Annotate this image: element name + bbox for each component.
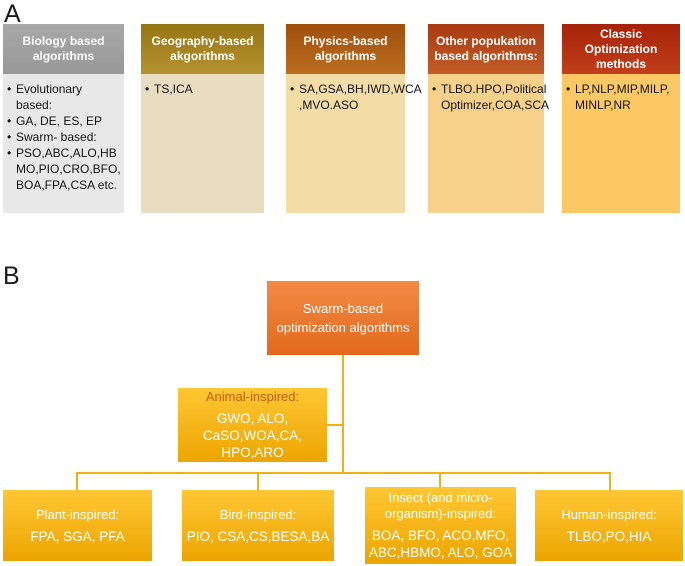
list-item: • PSO,ABC,ALO,HB MO,PIO,CRO,BFO, BOA,FPA… <box>7 145 122 193</box>
column-physics-header: Physics-based algorithms <box>286 24 405 74</box>
column-classic-body: • LP,NLP,MIP,MILP, MINLP,NR <box>562 74 680 213</box>
node-title: Human-inspired: <box>561 506 657 522</box>
column-classic: Classic Optimization methods • LP,NLP,MI… <box>562 24 680 213</box>
node-animal-inspired: Animal-inspired: GWO, ALO, CaSO,WOA,CA, … <box>178 388 327 462</box>
column-biology-body: • Evolutionary based: • GA, DE, ES, EP •… <box>3 74 124 213</box>
bullet-icon: • <box>432 82 437 96</box>
column-geography: Geography-based akgorithms • TS,ICA <box>141 24 264 213</box>
bullet-icon: • <box>7 82 12 96</box>
panel-b-label: B <box>3 262 20 290</box>
connector-line-root-vertical <box>342 355 344 474</box>
column-biology: Biology based algorithms • Evolutionary … <box>3 24 124 213</box>
list-item-text: Evolutionary based: <box>16 82 83 112</box>
connector-line-drop-plant <box>76 472 78 490</box>
column-population-header: Other popukation based algorithms: <box>428 24 544 74</box>
list-item: • Swarm- based: <box>7 129 122 145</box>
column-classic-header: Classic Optimization methods <box>562 24 680 74</box>
list-item: • GA, DE, ES, EP <box>7 113 122 129</box>
column-biology-header: Biology based algorithms <box>3 24 124 74</box>
node-bird-inspired: Bird-inspired: PIO, CSA,CS,BESA,BA <box>182 490 334 561</box>
bullet-icon: • <box>7 130 12 144</box>
list-item: • LP,NLP,MIP,MILP, MINLP,NR <box>566 81 678 113</box>
node-swarm-root: Swarm-based optimization algorithms <box>267 281 419 355</box>
list-item-text: TS,ICA <box>154 82 193 96</box>
node-body: FPA, SGA, PFA <box>30 528 125 544</box>
list-item: • SA,GSA,BH,IWD,WCA ,MVO.ASO <box>290 81 422 113</box>
list-item-text: TLBO.HPO,Political Optimizer,COA,SCA <box>441 82 550 112</box>
bullet-icon: • <box>290 82 295 96</box>
node-body: PIO, CSA,CS,BESA,BA <box>186 528 330 544</box>
list-item: • Evolutionary based: <box>7 81 122 113</box>
bullet-icon: • <box>7 146 12 160</box>
column-population-body: • TLBO.HPO,Political Optimizer,COA,SCA <box>428 74 549 213</box>
list-item: • TLBO.HPO,Political Optimizer,COA,SCA <box>432 81 549 113</box>
node-body: BOA, BFO, ACO,MFO, ABC,HBMO, ALO, GOA <box>368 528 513 560</box>
node-title: Animal-inspired: <box>205 389 300 404</box>
connector-line-drop-insect <box>439 472 441 488</box>
list-item-text: PSO,ABC,ALO,HB MO,PIO,CRO,BFO, BOA,FPA,C… <box>16 146 121 192</box>
bullet-icon: • <box>566 82 571 96</box>
node-body: GWO, ALO, CaSO,WOA,CA, HPO,ARO <box>202 411 302 460</box>
node-title: Insect (and micro- organism)-inspired: <box>384 490 497 521</box>
list-item: • TS,ICA <box>145 81 262 97</box>
node-body: TLBO,PO,HIA <box>566 528 652 544</box>
connector-line-drop-human <box>609 472 611 490</box>
node-title: Bird-inspired: <box>219 506 297 522</box>
node-insect-inspired: Insect (and micro- organism)-inspired: B… <box>365 487 516 564</box>
connector-line-drop-bird <box>257 472 259 490</box>
panel-a-label: A <box>4 0 21 28</box>
connector-line-animal-stub <box>327 424 342 426</box>
node-human-inspired: Human-inspired: TLBO,PO,HIA <box>535 490 683 561</box>
column-physics: Physics-based algorithms • SA,GSA,BH,IWD… <box>286 24 422 213</box>
column-physics-body: • SA,GSA,BH,IWD,WCA ,MVO.ASO <box>286 74 422 213</box>
column-geography-header: Geography-based akgorithms <box>141 24 264 74</box>
node-plant-inspired: Plant-inspired: FPA, SGA, PFA <box>3 490 152 561</box>
list-item-text: Swarm- based: <box>16 130 97 144</box>
column-geography-body: • TS,ICA <box>141 74 264 213</box>
connector-line-horizontal <box>76 472 611 474</box>
list-item-text: SA,GSA,BH,IWD,WCA ,MVO.ASO <box>299 82 422 112</box>
list-item-text: LP,NLP,MIP,MILP, MINLP,NR <box>575 82 670 112</box>
bullet-icon: • <box>7 114 12 128</box>
bullet-icon: • <box>145 82 150 96</box>
node-title: Plant-inspired: <box>35 506 120 522</box>
list-item-text: GA, DE, ES, EP <box>16 114 103 128</box>
column-population: Other popukation based algorithms: • TLB… <box>428 24 549 213</box>
